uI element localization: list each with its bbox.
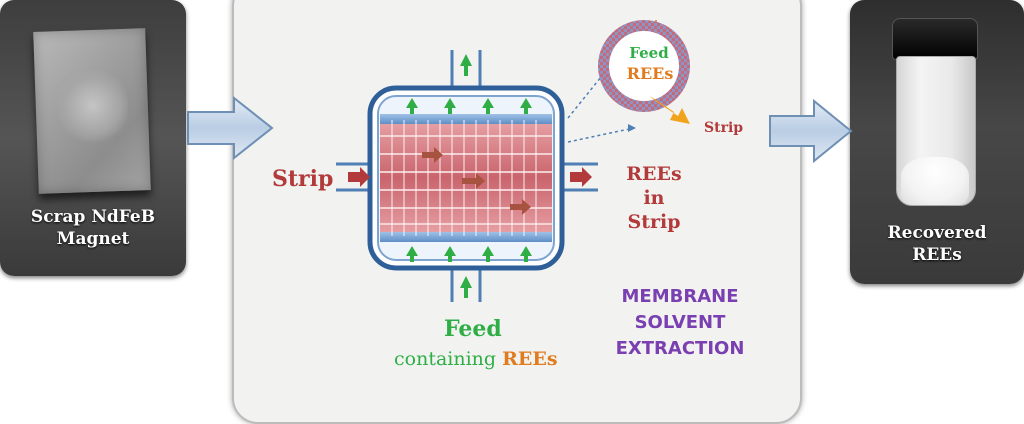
recovered-rees-label-line1: Recovered: [887, 223, 987, 243]
recovered-rees-photo: Recovered REEs: [850, 0, 1024, 284]
feed-containing-label: containing REEs: [394, 348, 558, 370]
strip-diffusion-arrow: [650, 96, 690, 124]
scrap-magnet-label-line1: Scrap NdFeB: [30, 207, 156, 227]
inset-strip-label: Strip: [704, 120, 744, 136]
feed-label: Feed: [444, 316, 502, 342]
magnet-surface-texture: [56, 68, 130, 144]
recovered-rees-label: Recovered REEs: [850, 222, 1024, 266]
method-label-line2: SOLVENT: [634, 312, 726, 333]
strip-inlet-label: Strip: [272, 166, 334, 192]
hollow-fiber-cross-section: [598, 20, 690, 124]
module-right-nozzle: [558, 162, 598, 192]
containing-rees-word: REEs: [502, 348, 558, 370]
feed-inlet-arrows: [406, 246, 532, 298]
module-top-nozzle: [450, 50, 482, 90]
hollow-fiber-bundle: [380, 114, 552, 242]
output-flow-arrow: [769, 98, 853, 164]
feed-outlet-arrows: [406, 54, 532, 114]
membrane-module-diagram: [336, 50, 598, 302]
recovered-rees-label-line2: REEs: [912, 245, 962, 265]
scrap-magnet-label: Scrap NdFeB Magnet: [0, 206, 186, 250]
inset-feed-label: Feed: [629, 44, 669, 62]
strip-inlet-arrow: [348, 167, 370, 187]
rees-in-strip-label: REEs in Strip: [614, 162, 694, 234]
scrap-magnet-photo: Scrap NdFeB Magnet: [0, 0, 186, 276]
containing-word: containing: [394, 348, 497, 370]
rees-in-strip-label-line1: REEs: [626, 163, 682, 185]
magnet-block-image: [33, 28, 151, 194]
inner-strip-flow-arrows: [422, 147, 531, 215]
method-label: MEMBRANE SOLVENT EXTRACTION: [610, 284, 750, 362]
vial-cap-image: [892, 18, 978, 60]
rees-in-strip-label-line2: in Strip: [627, 187, 681, 233]
strip-outlet-arrow: [570, 167, 592, 187]
powder-image: [901, 157, 969, 205]
vial-image: [896, 56, 976, 206]
method-label-line3: EXTRACTION: [615, 338, 745, 359]
method-label-line1: MEMBRANE: [621, 286, 739, 307]
input-flow-arrow: [187, 96, 274, 160]
inset-rees-label: REEs: [626, 64, 674, 83]
scrap-magnet-label-line2: Magnet: [56, 229, 130, 249]
